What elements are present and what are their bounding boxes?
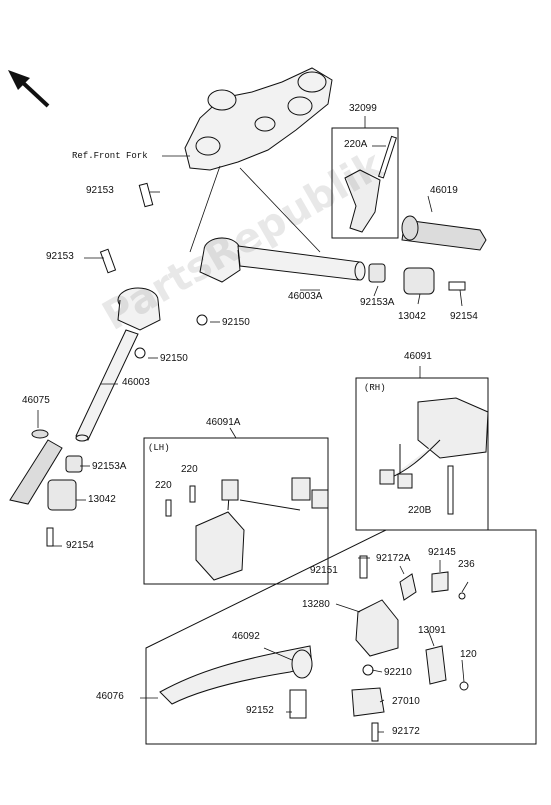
label-32099: 32099	[349, 103, 377, 114]
label-92172A: 92172A	[376, 553, 411, 564]
bar-end-weights	[47, 263, 435, 511]
left-switch-housing	[195, 477, 329, 581]
label-27010: 27010	[392, 696, 420, 707]
label-46003A: 46003A	[288, 291, 323, 302]
label-92154-right: 92154	[450, 311, 478, 322]
label-46076: 46076	[96, 691, 124, 702]
label-92150-a: 92150	[222, 317, 250, 328]
right-handlebar	[199, 237, 366, 283]
label-46003: 46003	[122, 377, 150, 388]
right-switch-housing	[379, 397, 489, 489]
upper-triple-clamp	[184, 67, 333, 171]
label-92153-mid: 92153	[46, 251, 74, 262]
label-220-b: 220	[155, 480, 172, 491]
box-lever-assembly	[145, 529, 537, 745]
left-handlebar	[75, 287, 161, 442]
label-46019: 46019	[430, 185, 458, 196]
brake-lever	[159, 645, 313, 719]
lh-box-title: (LH)	[148, 443, 170, 453]
label-220A: 220A	[344, 139, 368, 150]
bolts	[46, 135, 469, 742]
label-92153A-left: 92153A	[92, 461, 127, 472]
label-92153-top: 92153	[86, 185, 114, 196]
label-92210: 92210	[384, 667, 412, 678]
label-92152: 92152	[246, 705, 274, 716]
label-236: 236	[458, 559, 475, 570]
bracket-32099	[344, 169, 381, 233]
label-92154-left: 92154	[66, 540, 94, 551]
lever-holder	[351, 571, 449, 717]
label-220B: 220B	[408, 505, 432, 516]
label-13091: 13091	[418, 625, 446, 636]
label-120: 120	[460, 649, 477, 660]
label-46075: 46075	[22, 395, 50, 406]
ref-front-fork-label: Ref.Front Fork	[72, 151, 148, 161]
label-46091: 46091	[404, 351, 432, 362]
direction-arrow-icon	[8, 70, 50, 108]
label-92145: 92145	[428, 547, 456, 558]
label-92172: 92172	[392, 726, 420, 737]
label-92151: 92151	[310, 565, 338, 576]
grips	[9, 215, 487, 505]
label-13042-right: 13042	[398, 311, 426, 322]
label-13042-left: 13042	[88, 494, 116, 505]
label-92153A-right: 92153A	[360, 297, 395, 308]
label-13280: 13280	[302, 599, 330, 610]
leader-lines	[37, 116, 469, 733]
label-220-a: 220	[181, 464, 198, 475]
rh-box-title: (RH)	[364, 383, 386, 393]
label-92150-b: 92150	[160, 353, 188, 364]
label-46091A: 46091A	[206, 417, 241, 428]
label-46092: 46092	[232, 631, 260, 642]
